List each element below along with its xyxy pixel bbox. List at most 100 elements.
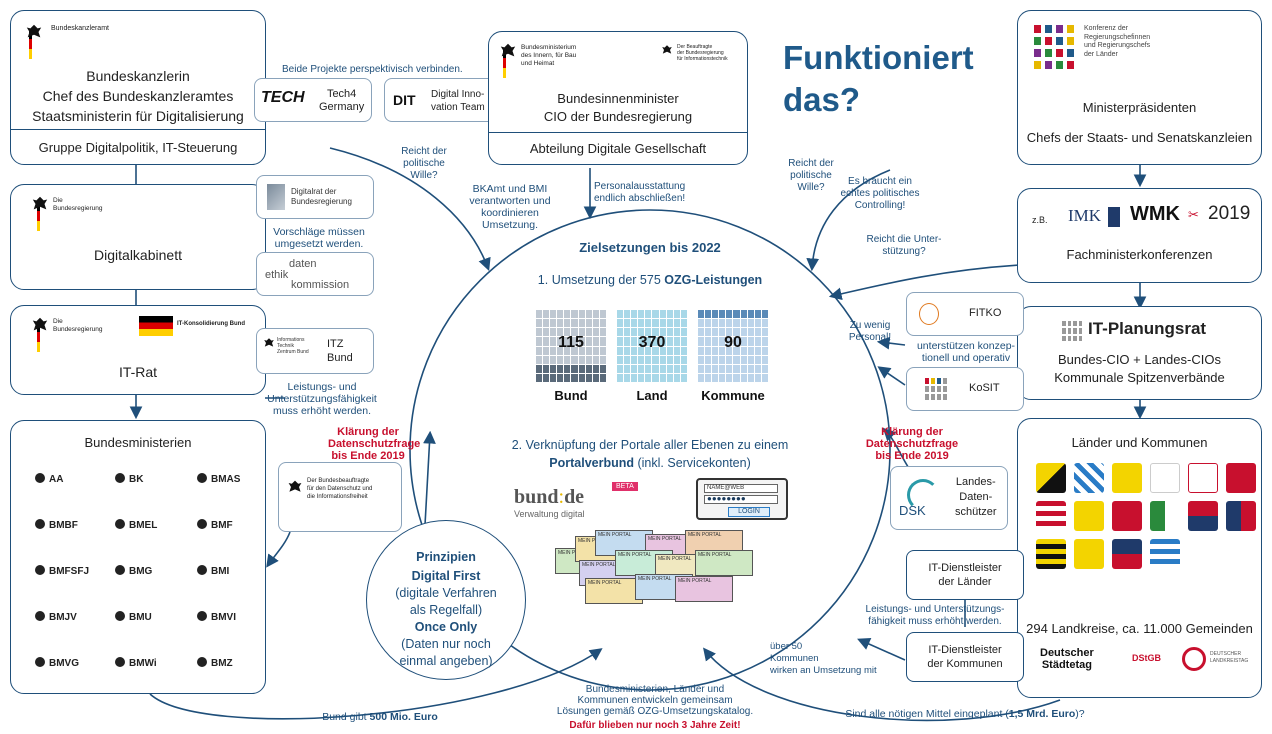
grid-cell	[564, 310, 571, 319]
grid-cell	[543, 337, 550, 346]
mpk-logo-icon	[1034, 25, 1074, 69]
bka-line-2: Chef des Bundeskanzleramtes	[42, 88, 234, 104]
grid-cell	[599, 355, 606, 364]
grid-cell	[536, 346, 543, 355]
bfdi-label-2: für den Datenschutz und	[307, 486, 373, 492]
itpr-box: IT-Planungsrat Bundes-CIO + Landes-CIOs …	[1017, 306, 1262, 400]
grid-cell	[550, 328, 557, 337]
digitalrat-box: Digitalrat der Bundesregierung	[256, 175, 374, 219]
bkamt-note-3: koordinieren	[481, 207, 539, 219]
gemeinsam-note-3: Lösungen gemäß OZG-Umsetzungskatalog.	[556, 706, 754, 717]
itpr-line-2: Kommunale Spitzenverbände	[1054, 370, 1225, 385]
grid-cell	[719, 346, 726, 355]
grid-cell	[673, 337, 680, 346]
grid-cell	[680, 364, 687, 373]
bmi-line-2: CIO der Bundesregierung	[543, 109, 693, 124]
landkreistag-logo-1: DEUTSCHER	[1210, 651, 1242, 657]
kommune-label: Kommune	[701, 388, 765, 403]
german-flag-icon	[29, 29, 32, 59]
grid-cell	[698, 319, 705, 328]
grid-cell	[638, 355, 645, 364]
prinzipien-p1: Digital First	[411, 569, 481, 583]
grid-cell	[726, 373, 733, 382]
grid-cell	[578, 328, 585, 337]
grid-cell	[652, 319, 659, 328]
grid-cell	[631, 355, 638, 364]
grid-cell	[712, 337, 719, 346]
login-illustration: NAME@WEB ●●●●●●●● LOGIN	[696, 478, 788, 520]
grid-cell	[659, 328, 666, 337]
coat-be-icon	[1150, 463, 1180, 493]
grid-cell	[550, 337, 557, 346]
grid-cell	[543, 355, 550, 364]
grid-cell	[557, 346, 564, 355]
grid-cell	[754, 373, 761, 382]
grid-cell	[638, 319, 645, 328]
tech4germany-box: TECH Tech4 Germany	[254, 78, 372, 122]
grid-cell	[564, 346, 571, 355]
coat-rp-icon	[1188, 501, 1218, 531]
grid-cell	[550, 319, 557, 328]
grid-cell	[585, 337, 592, 346]
bmi-logo-2: des Innern, für Bau	[521, 52, 577, 59]
controlling-note-1: Es braucht ein	[848, 176, 912, 187]
itdl-note-1: Leistungs- und Unterstützungs-	[865, 604, 1005, 615]
grid-cell	[761, 310, 768, 319]
bundeskanzleramt-box: Bundeskanzleramt Bundeskanzlerin Chef de…	[10, 10, 266, 165]
itz-logo-3: Zentrum Bund	[277, 349, 309, 355]
drei-jahre-note: Dafür blieben nur noch 3 Jahre Zeit!	[569, 720, 741, 731]
grid-cell	[659, 310, 666, 319]
digitalrat-logo-icon	[267, 184, 285, 210]
grid-cell	[638, 346, 645, 355]
itkb-flag-icon	[139, 316, 173, 336]
portal-window: MEIN PORTAL	[675, 576, 733, 602]
laender-box: Länder und Kommunen 294 Landkreise, ca. …	[1017, 418, 1262, 698]
goal1-bold: OZG-Leistungen	[664, 273, 763, 287]
dit-label-2: vation Team	[431, 102, 485, 113]
imk-logo: IMK	[1068, 206, 1102, 225]
grid-cell	[617, 310, 624, 319]
itrat-box: Die Bundesregierung IT-Konsolidierung Bu…	[10, 305, 266, 395]
grid-cell	[726, 355, 733, 364]
bund-label: Bund	[554, 388, 588, 403]
fmk-box: z.B. IMK WMK ✂ 2019 Fachministerkonferen…	[1017, 188, 1262, 283]
portal-window: MEIN PORTAL	[585, 578, 643, 604]
grid-cell	[726, 346, 733, 355]
coat-hb-icon	[1226, 463, 1256, 493]
grid-cell	[705, 373, 712, 382]
grid-cell	[652, 355, 659, 364]
bund-count: 115	[558, 334, 584, 351]
prinzipien-p2-note-2: einmal angeben)	[399, 654, 493, 668]
coat-sh-icon	[1112, 539, 1142, 569]
grid-cell	[733, 310, 740, 319]
grid-cell	[698, 364, 705, 373]
grid-cell	[666, 310, 673, 319]
grid-cell	[564, 319, 571, 328]
grid-cell	[599, 337, 606, 346]
grid-cell	[754, 328, 761, 337]
datenethik-box: daten ethik kommission	[256, 252, 374, 296]
german-flag-icon	[37, 322, 40, 352]
vorschlaege-note-1: Vorschläge müssen	[273, 226, 365, 238]
grid-cell	[740, 373, 747, 382]
grid-cell	[543, 319, 550, 328]
center-heading: Zielsetzungen bis 2022	[579, 240, 721, 255]
german-flag-icon	[37, 201, 40, 231]
klaerung-right-3: bis Ende 2019	[875, 450, 949, 462]
grid-cell	[645, 328, 652, 337]
grid-cell	[585, 310, 592, 319]
grid-cell	[550, 346, 557, 355]
grid-cell	[705, 346, 712, 355]
bund-gibt-text: Bund gibt	[322, 711, 370, 723]
reicht-left-2: politische	[403, 158, 445, 169]
grid-cell	[585, 319, 592, 328]
itz-label-1: ITZ	[327, 338, 344, 350]
grid-cell	[631, 337, 638, 346]
klaerung-left-3: bis Ende 2019	[331, 450, 405, 462]
leistung-note-1: Leistungs- und	[287, 381, 357, 393]
dsk-label-3: schützer	[955, 506, 997, 518]
grid-cell	[673, 328, 680, 337]
kommune-grid	[698, 310, 768, 382]
